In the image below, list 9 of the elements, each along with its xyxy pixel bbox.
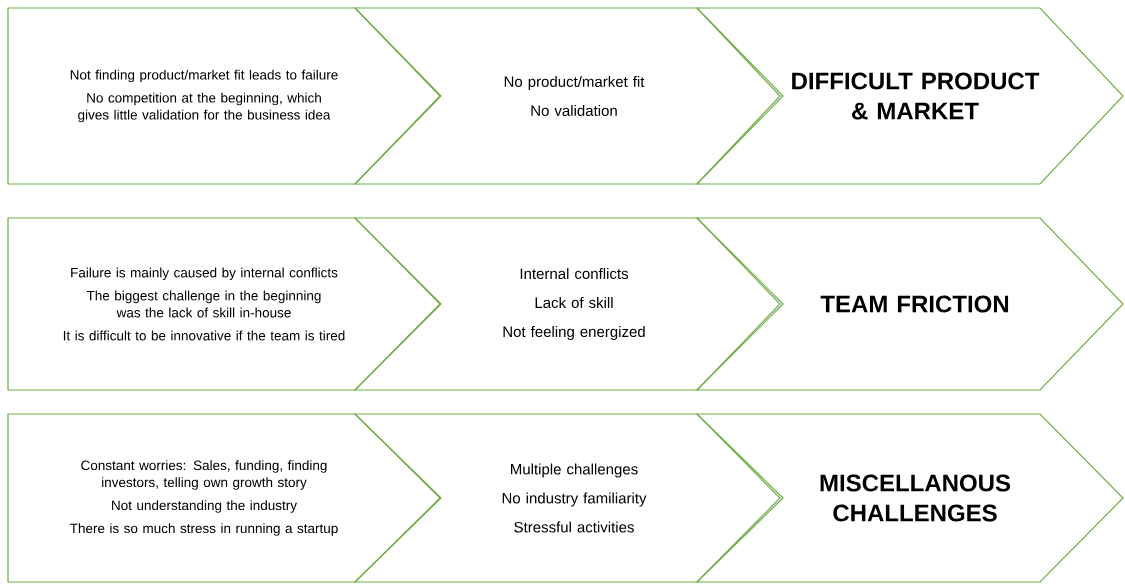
chevron-box: No product/market fit No validation [353,7,784,185]
chevron-box: Not finding product/market fit leads to failure No competition at the beginning, which gives little validation for the business idea [7,7,441,185]
chevron-box: Failure is mainly caused by internal conflicts The biggest challenge in the beginning was the lack of skill in-house It is difficult to be innovative if the team is tired [7,217,441,391]
chevron-box: TEAM FRICTION [695,217,1124,391]
chevron-box: Constant worries: Sales, funding, finding investors, telling own growth story Not understanding the industry There is so much stress in running a startup [7,413,441,583]
chevron-box: Internal conflicts Lack of skill Not feeling energized [353,217,784,391]
chevron-box: DIFFICULT PRODUCT & MARKET [695,7,1124,185]
chevron-box: MISCELLANOUS CHALLENGES [695,413,1124,583]
chevron-box: Multiple challenges No industry familiarity Stressful activities [353,413,784,583]
